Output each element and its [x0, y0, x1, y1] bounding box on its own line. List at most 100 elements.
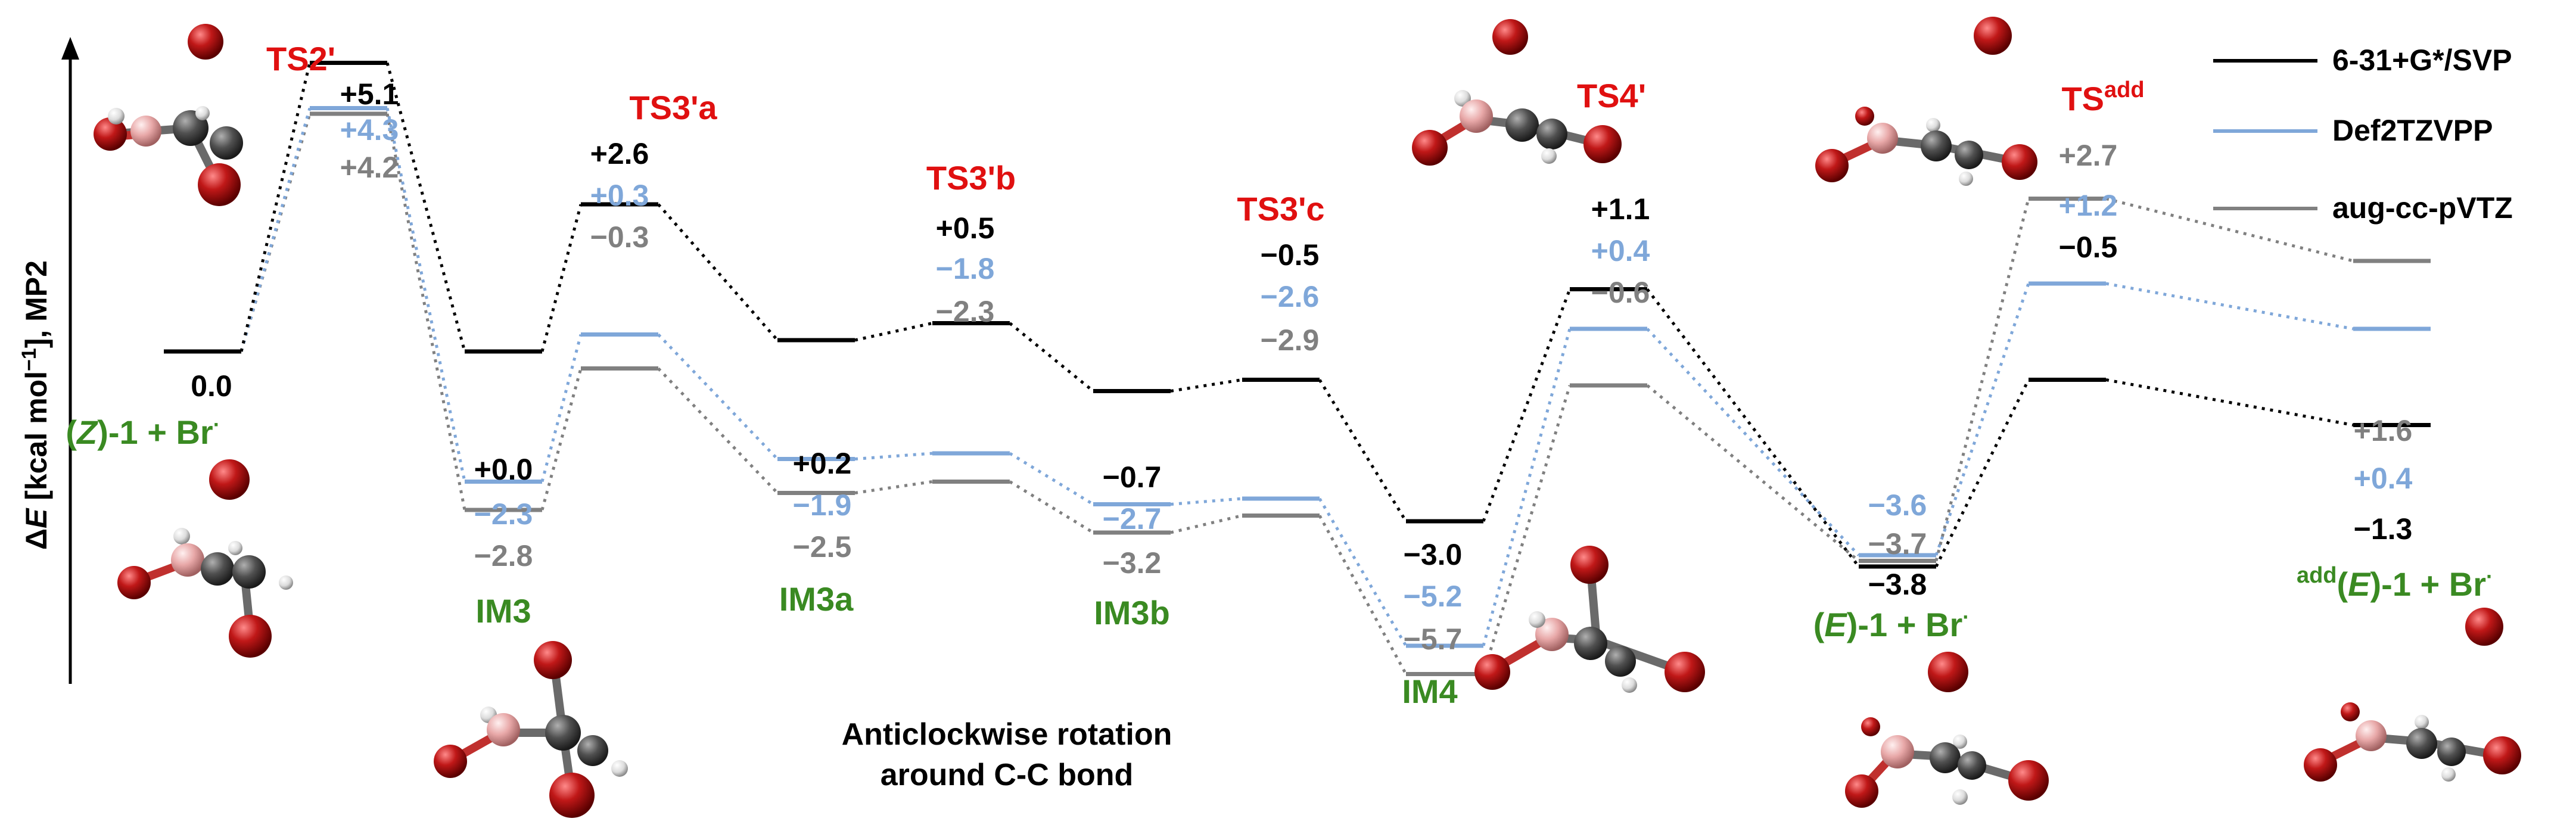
value-ts4p-def2: +0.4 — [1591, 234, 1650, 267]
carbon-atom — [1955, 141, 1983, 169]
hydrogen-atom — [108, 108, 125, 125]
hydrogen-atom — [1926, 118, 1940, 132]
molecule-ts2p — [94, 24, 243, 206]
value-ts4p-svp: +1.1 — [1591, 192, 1650, 226]
molecule-im3 — [434, 641, 628, 818]
hydrogen-atom — [1541, 148, 1557, 164]
carbon-atom — [1574, 627, 1607, 660]
carbon-atom — [545, 715, 581, 751]
connector-svp-IM3-TS3pa — [540, 204, 583, 352]
hydrogen-atom — [1952, 789, 1968, 805]
boron-atom — [1867, 123, 1898, 154]
bromine-atom — [229, 615, 272, 658]
hydrogen-atom — [1529, 611, 1545, 628]
connector-aug-TS3pc-IM4 — [1318, 515, 1408, 675]
connector-aug-IM3-TS3pa — [540, 368, 583, 511]
value-ts3pc-def2: −2.6 — [1261, 280, 1320, 313]
bromine-atom — [209, 459, 250, 500]
bromine-atom — [1855, 107, 1874, 126]
value-ts3pc-svp: −0.5 — [1261, 238, 1320, 272]
bromine-atom — [1412, 130, 1448, 166]
carbon-atom — [1921, 130, 1952, 161]
connector-def2-TS3pa-IM3a — [657, 333, 779, 460]
carbon-atom — [1930, 742, 1961, 773]
connector-def2-IM3b-TS3pc — [1170, 497, 1243, 506]
value-im3-def2: −2.3 — [474, 497, 533, 531]
connector-aug-TS4p-E1 — [1646, 384, 1860, 562]
carbon-atom — [201, 552, 234, 586]
connector-svp-TSadd-addE1 — [2105, 378, 2354, 427]
label-ts4p: TS4' — [1577, 77, 1646, 114]
value-ts2p-svp: +5.1 — [340, 77, 399, 111]
molecule-ts4p — [1412, 19, 1622, 166]
boron-atom — [130, 116, 161, 147]
carbon-atom — [1536, 119, 1567, 150]
value-im4-def2: −5.2 — [1404, 580, 1463, 613]
hydrogen-atom — [173, 528, 190, 544]
bromine-atom — [2002, 144, 2037, 180]
bromine-atom — [2008, 760, 2049, 801]
carbon-atom — [232, 555, 266, 589]
bromine-atom — [549, 773, 595, 818]
value-ts4p-aug: −0.6 — [1591, 276, 1650, 309]
value-im3a-def2: −1.9 — [793, 488, 852, 522]
bromine-atom — [1974, 17, 2012, 55]
bromine-atom — [188, 24, 223, 60]
label-ts2p: TS2' — [266, 40, 335, 77]
bromine-atom — [1928, 652, 1968, 692]
hydrogen-atom — [279, 575, 293, 590]
connector-def2-E1-TSadd — [1934, 283, 2030, 556]
bromine-atom — [2304, 748, 2337, 782]
value-ts3pa-svp: +2.6 — [590, 137, 649, 170]
bromine-atom — [1815, 149, 1849, 182]
connector-svp-IM4-TS4p — [1482, 288, 1572, 522]
bromine-atom — [1492, 19, 1528, 55]
hydrogen-atom — [195, 106, 210, 120]
label-im4: IM4 — [1402, 673, 1457, 710]
bromine-atom — [434, 745, 467, 778]
connector-aug-TS3pa-IM3a — [657, 367, 779, 494]
connector-def2-TS4p-E1 — [1646, 328, 1860, 556]
x-caption-line1: Anticlockwise rotation — [842, 717, 1172, 752]
value-tsadd-aug: +2.7 — [2059, 139, 2118, 172]
molecule-tsadd — [1815, 17, 2037, 186]
value-e1-svp: −3.8 — [1868, 568, 1927, 601]
state-labels: (Z)-1 + Br· TS2' IM3 TS3'a IM3a TS3'b IM… — [66, 40, 2493, 710]
connector-aug-IM3b-TS3pc — [1170, 514, 1243, 534]
connector-def2-IM3-TS3pa — [540, 334, 583, 483]
connector-svp-TS2p-IM3 — [385, 62, 466, 352]
bromine-atom — [2483, 736, 2521, 774]
value-im3a-aug: −2.5 — [793, 530, 852, 564]
connector-svp-TS3pc-IM4 — [1318, 379, 1408, 522]
bromine-atom — [1665, 652, 1705, 692]
carbon-atom — [2406, 728, 2437, 759]
bromine-atom — [1474, 654, 1510, 690]
carbon-atom — [210, 126, 243, 160]
connector-svp-IM3b-TS3pc — [1170, 378, 1243, 393]
boron-atom — [487, 713, 520, 746]
molecule-z1 — [117, 459, 293, 658]
value-ts3pb-aug: −2.3 — [936, 295, 995, 328]
x-caption-line2: around C-C bond — [881, 758, 1134, 792]
energy-levels — [164, 61, 2431, 676]
connector-def2-TS3pc-IM4 — [1318, 497, 1408, 647]
bromine-atom — [2465, 608, 2503, 646]
value-ts3pa-def2: +0.3 — [590, 179, 649, 212]
boron-atom — [1460, 99, 1493, 133]
hydrogen-atom — [611, 760, 628, 777]
value-tsadd-def2: +1.2 — [2059, 189, 2118, 222]
value-z1-svp: 0.0 — [191, 369, 232, 403]
label-tsadd: TSadd — [2061, 77, 2144, 117]
label-ts3pb: TS3'b — [926, 159, 1016, 197]
label-z1: (Z)-1 + Br· — [66, 412, 220, 451]
bromine-atom — [1583, 125, 1622, 163]
value-tsadd-svp: −0.5 — [2059, 231, 2118, 264]
connector-svp-E1-TSadd — [1934, 379, 2030, 568]
legend-label-svp: 6-31+G*/SVP — [2332, 43, 2512, 77]
legend: 6-31+G*/SVP Def2TZVPP aug-cc-pVTZ — [2213, 43, 2513, 225]
value-im3-svp: +0.0 — [474, 453, 533, 486]
energy-values: 0.0 +5.1 +4.3 +4.2 +0.0 −2.3 −2.8 +2.6 +… — [191, 77, 2412, 656]
label-im3: IM3 — [475, 592, 531, 630]
carbon-atom — [1958, 751, 1986, 780]
hydrogen-atom — [2415, 715, 2429, 729]
